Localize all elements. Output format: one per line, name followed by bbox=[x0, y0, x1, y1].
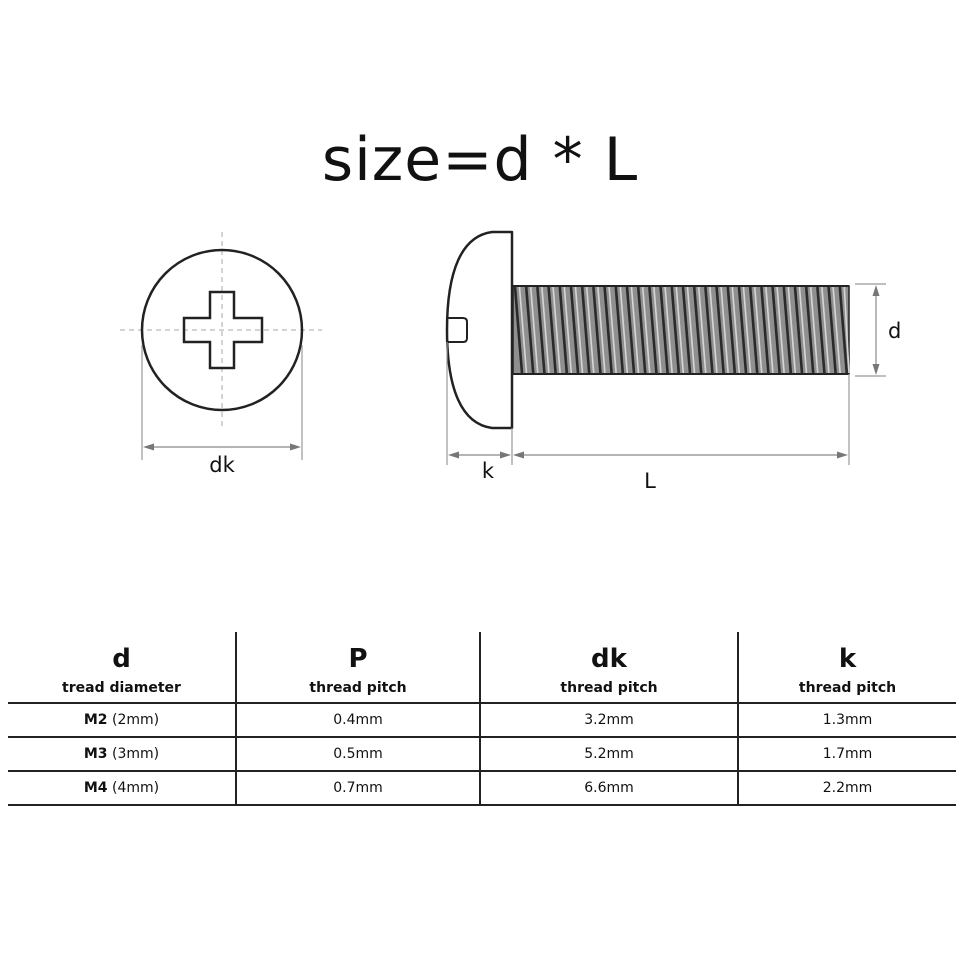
cell-k: 2.2mm bbox=[737, 771, 956, 806]
cell-size: M4 (4mm) bbox=[8, 771, 236, 806]
cell-pitch: 0.7mm bbox=[235, 771, 480, 806]
header-p: P thread pitch bbox=[235, 632, 480, 704]
screw-head-profile bbox=[445, 230, 514, 430]
cell-pitch: 0.4mm bbox=[235, 703, 480, 738]
threaded-shank bbox=[512, 285, 850, 375]
header-subtitle: tread diameter bbox=[62, 680, 181, 696]
cell-size: M3 (3mm) bbox=[8, 737, 236, 772]
cell-pitch: 0.5mm bbox=[235, 737, 480, 772]
header-dk: dk thread pitch bbox=[479, 632, 738, 704]
cell-dk: 6.6mm bbox=[479, 771, 738, 806]
d-dimension-label: d bbox=[888, 319, 901, 343]
screw-side-view: d k L bbox=[445, 230, 901, 493]
phillips-cross-icon bbox=[182, 290, 264, 370]
l-dimension-label: L bbox=[644, 469, 656, 493]
cell-dk: 5.2mm bbox=[479, 737, 738, 772]
cell-k: 1.7mm bbox=[737, 737, 956, 772]
k-dimension-label: k bbox=[482, 459, 495, 483]
diagram-title: size=d * L bbox=[321, 125, 639, 195]
header-symbol: P bbox=[348, 644, 368, 674]
cell-size: M2 (2mm) bbox=[8, 703, 236, 738]
table-row: M2 (2mm) 0.4mm 3.2mm 1.3mm bbox=[8, 703, 956, 738]
screw-drawing: dk d k L bbox=[120, 230, 901, 493]
header-symbol: k bbox=[838, 644, 857, 674]
head-slot bbox=[447, 317, 468, 343]
cell-dk: 3.2mm bbox=[479, 703, 738, 738]
screw-head-circle bbox=[140, 248, 304, 412]
header-symbol: d bbox=[112, 644, 131, 674]
header-k: k thread pitch bbox=[737, 632, 956, 704]
head-front-view: dk bbox=[120, 232, 322, 477]
header-symbol: dk bbox=[591, 644, 627, 674]
spec-table: d tread diameter P thread pitch dk threa… bbox=[8, 632, 956, 806]
table-row: M3 (3mm) 0.5mm 5.2mm 1.7mm bbox=[8, 737, 956, 772]
table-row: M4 (4mm) 0.7mm 6.6mm 2.2mm bbox=[8, 771, 956, 806]
header-subtitle: thread pitch bbox=[798, 680, 897, 696]
thread-lines bbox=[513, 286, 850, 374]
header-subtitle: thread pitch bbox=[560, 680, 658, 696]
cell-k: 1.3mm bbox=[737, 703, 956, 738]
dk-dimension-label: dk bbox=[209, 453, 235, 477]
header-d: d tread diameter bbox=[8, 632, 236, 704]
header-subtitle: thread pitch bbox=[309, 680, 407, 696]
